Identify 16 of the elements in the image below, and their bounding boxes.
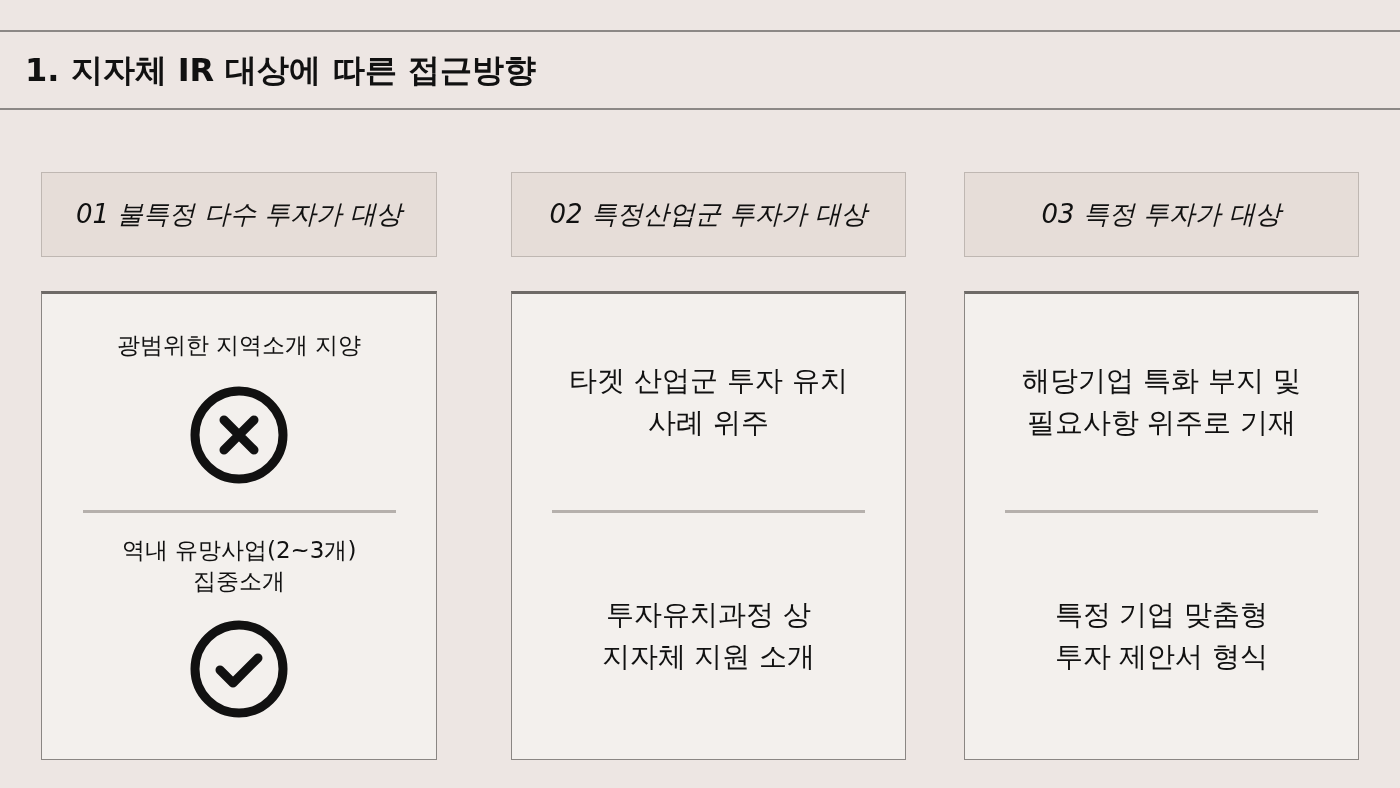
- header-title: 01 불특정 다수 투자가 대상: [75, 198, 403, 231]
- description-text: 타겟 산업군 투자 유치 사례 위주: [568, 363, 849, 441]
- header-panel: [41, 172, 437, 257]
- header-title: 02 특정산업군 투자가 대상: [549, 198, 868, 231]
- content-panel: [41, 291, 437, 760]
- description-text: 역내 유망사업(2~3개) 집중소개: [120, 536, 358, 596]
- page-title: 1. 지자체 IR 대상에 따른 접근방향: [25, 50, 536, 91]
- description-text: 특정 기업 맞춤형 투자 제안서 형식: [1053, 597, 1270, 675]
- description-text: 해당기업 특화 부지 및 필요사항 위주로 기재: [1021, 363, 1302, 441]
- description-text: 광범위한 지역소개 지양: [116, 331, 362, 360]
- header-title: 03 특정 투자가 대상: [1041, 198, 1282, 231]
- header-panel: [964, 172, 1359, 257]
- header-panel: [511, 172, 906, 257]
- description-text: 투자유치과정 상 지자체 지원 소개: [600, 597, 817, 675]
- content-panel: [964, 291, 1359, 760]
- content-panel: [511, 291, 906, 760]
